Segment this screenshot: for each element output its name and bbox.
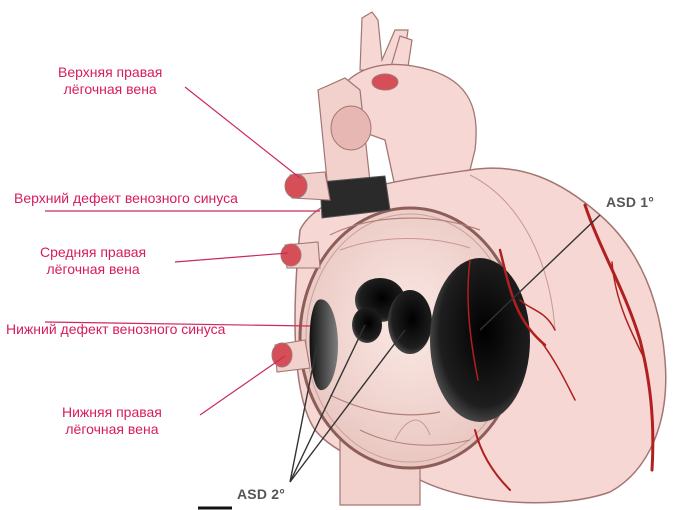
pulmonary-veins — [271, 171, 331, 373]
label-asd1: ASD 1° — [606, 194, 655, 210]
label-lower-sinus-venosus-defect: Нижний дефект венозного синуса — [6, 321, 225, 338]
label-lower-pulmonary-vein-line1: Нижняя правая — [62, 404, 162, 420]
label-upper-pulmonary-vein-line1: Верхняя правая — [58, 64, 163, 80]
label-upper-sinus-venosus-defect-text: Верхний дефект венозного синуса — [14, 190, 238, 206]
label-middle-pulmonary-vein-line1: Средняя правая — [40, 244, 147, 260]
label-lower-pulmonary-vein: Нижняя правая лёгочная вена — [62, 404, 162, 438]
label-upper-pulmonary-vein: Верхняя правая лёгочная вена — [58, 64, 162, 98]
label-middle-pulmonary-vein: Средняя правая лёгочная вена — [40, 244, 146, 278]
coronary-vessels — [467, 203, 655, 491]
upper-sinus-venosus-defect — [319, 175, 391, 219]
lower-sinus-venosus-defect — [309, 299, 338, 391]
label-upper-sinus-venosus-defect: Верхний дефект венозного синуса — [14, 190, 238, 207]
pink-leaders — [44, 86, 320, 416]
asd1-hole — [430, 258, 530, 422]
label-lower-pulmonary-vein-line2: лёгочная вена — [65, 421, 159, 437]
label-upper-pulmonary-vein-line2: лёгочная вена — [63, 81, 157, 97]
label-middle-pulmonary-vein-line2: лёгочная вена — [46, 261, 140, 277]
dark-leaders — [289, 214, 601, 483]
label-lower-sinus-venosus-defect-text: Нижний дефект венозного синуса — [6, 321, 226, 337]
label-asd2: ASD 2° — [237, 486, 286, 502]
